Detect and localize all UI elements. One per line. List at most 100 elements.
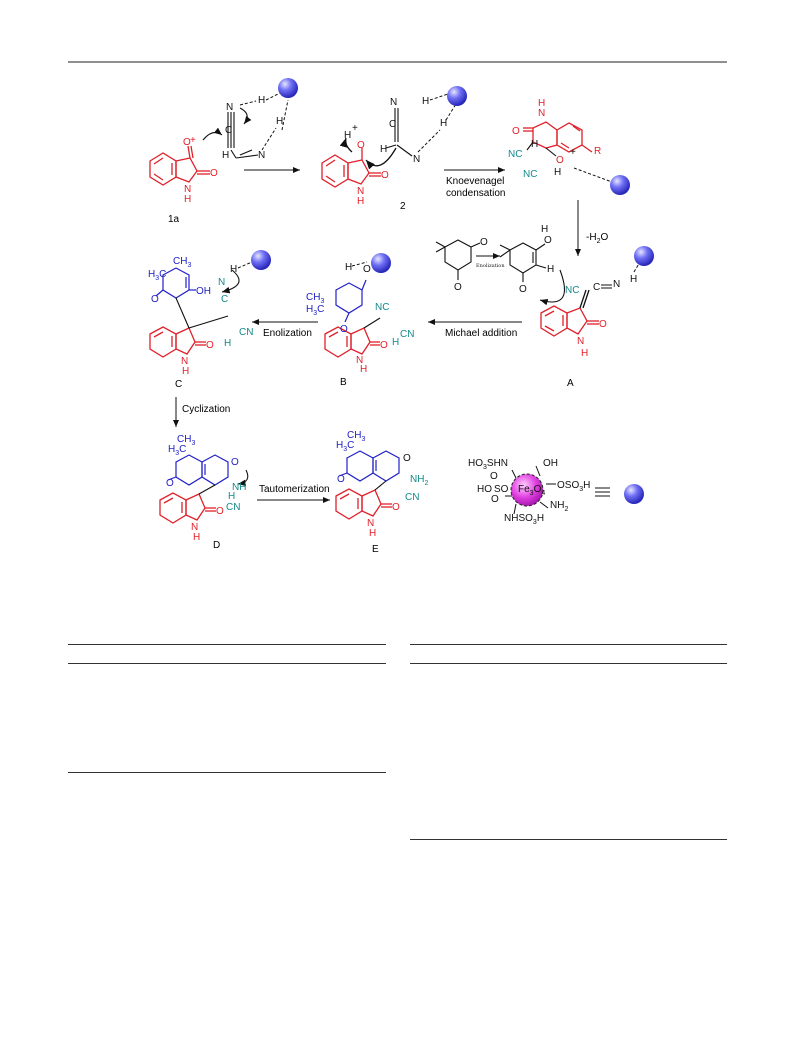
catalyst-ball-3	[610, 175, 630, 195]
step-cyclization: Cyclization	[182, 404, 230, 415]
label-2: 2	[400, 201, 406, 212]
catalyst-g1: HO3SHN	[468, 458, 508, 471]
d-o: O	[166, 478, 174, 489]
mechanism-scheme: O + O N H 1a N H C N H H	[68, 61, 727, 555]
step-tautomerization: Tautomerization	[259, 484, 330, 495]
e-nh2: NH2	[410, 474, 428, 487]
compound-1a	[149, 145, 210, 186]
1a-h: H	[184, 194, 191, 205]
enol-o2: O	[519, 284, 527, 295]
c2-o2: O	[381, 170, 389, 181]
1a-n: N	[184, 184, 191, 195]
catalyst-core-label: Fe3O4	[518, 484, 545, 497]
d-h3c: H3C	[168, 444, 186, 457]
table-left-bottom-rule	[68, 772, 386, 773]
adduct-nh: H	[538, 98, 545, 109]
a-nh: H	[581, 348, 588, 359]
c-nh: H	[182, 366, 189, 377]
c2-plus: +	[352, 123, 358, 134]
compound-E	[335, 450, 400, 520]
c-o2: O	[206, 340, 214, 351]
c-ch3: CH3	[173, 256, 191, 269]
e-ch3: CH3	[347, 430, 365, 443]
adduct-hbond	[573, 167, 613, 183]
c2-n: N	[357, 186, 364, 197]
adduct-plus: +	[570, 147, 576, 158]
b-h: H	[345, 262, 352, 273]
catalyst-ball-5	[371, 253, 391, 273]
c2-nh: H	[357, 196, 364, 207]
c2-c: C	[389, 119, 396, 130]
compound-2	[321, 137, 397, 188]
a-nc: NC	[565, 285, 579, 296]
step-enolization-small: Enolization	[476, 263, 505, 269]
m1-n2: N	[258, 150, 265, 161]
label-A: A	[567, 378, 574, 389]
catalyst-g5: NH2	[550, 500, 568, 513]
m1-c: C	[225, 125, 232, 136]
c-c: C	[221, 294, 228, 305]
c-n: N	[218, 277, 225, 288]
adduct-r: R	[594, 146, 601, 157]
b-o: O	[363, 264, 371, 275]
m1-h3: H	[276, 116, 283, 127]
m1-n1: N	[226, 102, 233, 113]
c-oh: OH	[196, 286, 211, 297]
d-h: H	[228, 491, 235, 502]
adduct-o: O	[512, 126, 520, 137]
b-cn: CN	[400, 329, 414, 340]
c2-n2: N	[413, 154, 420, 165]
a-n: N	[613, 279, 620, 290]
d-ch3: CH3	[177, 434, 195, 447]
malononitrile-1	[202, 107, 259, 159]
label-E: E	[372, 544, 379, 555]
d-nh: NH	[232, 482, 246, 493]
compound-B	[324, 279, 381, 358]
catalyst-o1: O	[490, 471, 498, 482]
c2-o: O	[357, 140, 365, 151]
b-n: N	[356, 355, 363, 366]
d-o2: O	[231, 457, 239, 468]
c-n2: N	[181, 356, 188, 367]
m1-hbonds	[239, 91, 289, 151]
b-o2: O	[340, 324, 348, 335]
m1-h: H	[222, 150, 229, 161]
a-c: C	[593, 282, 600, 293]
d-cn: CN	[226, 502, 240, 513]
enol-h2: H	[547, 264, 554, 275]
b-nh: H	[360, 364, 367, 375]
step-michael: Michael addition	[445, 328, 517, 339]
e-nh: H	[369, 528, 376, 539]
1a-atoms: O + O N H 1a	[168, 135, 218, 225]
compound-D	[159, 454, 249, 524]
catalyst-ball-4	[634, 246, 654, 266]
a-n2: N	[577, 336, 584, 347]
label-C: C	[175, 379, 182, 390]
enol-h: H	[541, 224, 548, 235]
adduct-n: N	[538, 108, 545, 119]
e-cn: CN	[405, 492, 419, 503]
catalyst-ball-6	[251, 250, 271, 270]
step-enolization: Enolization	[263, 328, 312, 339]
d-o3: O	[216, 506, 224, 517]
c-o: O	[151, 294, 159, 305]
d-n: N	[191, 522, 198, 533]
b-nc: NC	[375, 302, 389, 313]
c2-h2: H	[380, 144, 387, 155]
c-h2: H	[224, 338, 231, 349]
adduct-nc1: NC	[508, 149, 522, 160]
a-h: H	[630, 274, 637, 285]
equivalence-sign	[595, 487, 610, 497]
catalyst-g2: OH	[543, 458, 558, 469]
c2-n1: N	[390, 97, 397, 108]
dimedone	[435, 239, 481, 280]
fe3o4-core	[511, 474, 543, 506]
c2-malononitrile	[385, 108, 413, 157]
m1-h2: H	[258, 95, 265, 106]
e-o2: O	[403, 453, 411, 464]
adduct-h: H	[531, 139, 538, 150]
d-nh2: H	[193, 532, 200, 543]
table-right-header-rule	[410, 663, 727, 664]
1a-o2: O	[210, 168, 218, 179]
